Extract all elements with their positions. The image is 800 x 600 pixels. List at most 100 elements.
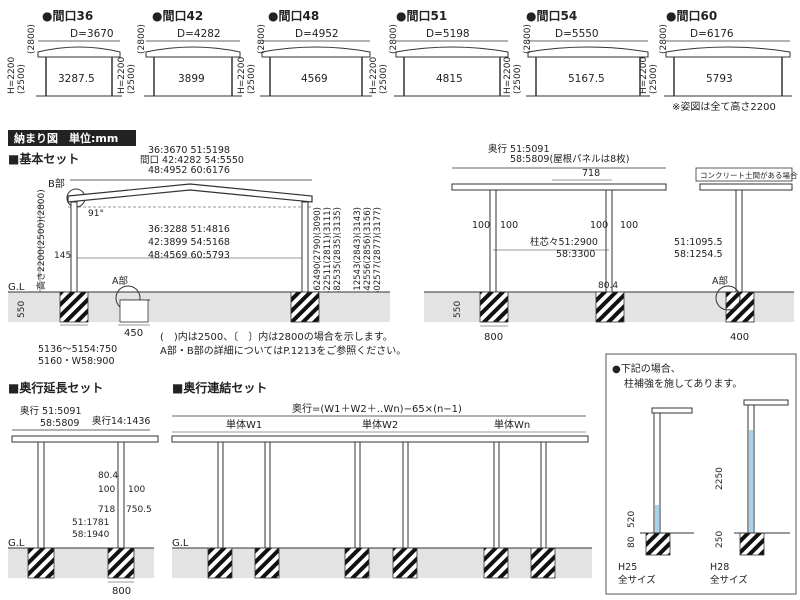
dim-80-4: 80.4 <box>598 281 618 291</box>
right-height-3: 512543(2843)(3143) <box>353 207 363 296</box>
variant-d: D=5550 <box>555 28 599 40</box>
height-label: H=2200 <box>503 57 513 94</box>
section-title: 納まり図 単位:mm <box>14 131 118 145</box>
height-label: H=2200 <box>7 57 17 94</box>
variant-inner: 4815 <box>436 73 463 85</box>
overhang-1: 51:1095.5 <box>674 237 723 248</box>
variant-inner: 5793 <box>706 73 733 85</box>
height-label: H=2200 <box>639 57 649 94</box>
right-height-5: 602577(2877)(3177) <box>373 207 383 296</box>
variant-d: D=5198 <box>426 28 470 40</box>
ext-title: ■奥行延長セット <box>8 380 103 395</box>
reinforce-2250: 2250 <box>715 467 725 490</box>
reinforce-note-1: ●下記の場合、 <box>612 362 681 375</box>
height-alt1: (2500) <box>379 64 389 94</box>
dim-800: 800 <box>484 332 503 343</box>
reinforce-80: 80 <box>627 536 637 548</box>
dim-100a: 100 <box>472 220 490 231</box>
ext-100b: 100 <box>128 485 145 495</box>
variant-label: ●間口60 <box>666 9 717 23</box>
variant-label: ●間口42 <box>152 9 203 23</box>
post-list-1: 5136～5154:750 <box>38 344 117 355</box>
variant-42: ●間口42 D=4282 3899 H=2200 (2500) (2800) <box>117 9 242 97</box>
height-alt2: (2800) <box>389 24 399 54</box>
ext-100a: 100 <box>98 485 115 495</box>
conn-unit-1: 単体W1 <box>226 418 262 431</box>
ext-80-4: 80.4 <box>98 471 118 481</box>
h145: 145 <box>54 251 71 261</box>
ext-gl: G.L <box>8 538 25 549</box>
angle-label: 91° <box>88 209 104 219</box>
conn-title: ■奥行連結セット <box>172 380 267 395</box>
post-pitch-1: 柱芯々51:2900 <box>530 236 598 248</box>
variant-label: ●間口51 <box>396 9 447 23</box>
right-height-2: 482535(2835)(3135) <box>333 207 343 296</box>
variant-60: ●間口60 D=6176 5793 H=2200 (2500) (2800) <box>639 9 792 97</box>
overhang-2: 58:1254.5 <box>674 249 723 260</box>
a-part-label: A部 <box>112 275 128 287</box>
variant-54: ●間口54 D=5550 5167.5 H=2200 (2500) (2800) <box>503 9 650 97</box>
extension-set: ■奥行延長セット 奥行 51:5091 58:5809 奥行14:1436 80… <box>8 380 159 597</box>
variant-48: ●間口48 D=4952 4569 H=2200 (2500) (2800) <box>237 9 372 97</box>
height-alt1: (2500) <box>649 64 659 94</box>
width-list-3: 48:4952 60:6176 <box>148 165 230 176</box>
variant-36: ●間口36 D=3670 3287.5 H=2200 (2500) (2800) <box>7 9 122 97</box>
side-depth-2: 58:5809(屋根パネルは8枚) <box>510 153 629 165</box>
depth-side: 550 <box>453 301 463 318</box>
height-alt1: (2500) <box>247 64 257 94</box>
variant-d: D=4952 <box>295 28 339 40</box>
conn-gl: G.L <box>172 538 189 549</box>
ext-800: 800 <box>112 586 131 597</box>
height-label: H=2200 <box>237 57 247 94</box>
ext-depth-14: 奥行14:1436 <box>92 415 150 427</box>
reinforce-250: 250 <box>715 531 725 548</box>
conn-formula: 奥行=(W1＋W2＋‥Wn)−65×(n−1) <box>292 402 462 415</box>
inner-list-1: 36:3288 51:4816 <box>148 224 230 235</box>
height-label: H=2200 <box>369 57 379 94</box>
variant-51: ●間口51 D=5198 4815 H=2200 (2500) (2800) <box>369 9 510 97</box>
section-title-bg <box>8 130 136 146</box>
width-list-2: 間口 42:4282 54:5550 <box>140 155 244 166</box>
conn-unit-2: 単体W2 <box>362 418 398 431</box>
note-top: ※姿図は全て高さ2200 <box>672 100 776 113</box>
reinforce-520: 520 <box>627 511 637 528</box>
right-height-4: 542556(2856)(3156) <box>363 207 373 296</box>
dim-718: 718 <box>582 168 600 179</box>
height-alt1: (2500) <box>17 64 27 94</box>
depth-basic: 550 <box>17 301 27 318</box>
width-list-1: 36:3670 51:5198 <box>148 145 230 156</box>
basic-front-view: 36:3670 51:5198 間口 42:4282 54:5550 48:49… <box>8 145 406 367</box>
a-part-label-side: A部 <box>712 275 728 287</box>
note-2500: ( )内は2500、〔 〕内は2800の場合を示します。 <box>160 330 393 343</box>
dim-100c: 100 <box>590 220 608 231</box>
height-alt2: (2800) <box>27 24 37 54</box>
variant-d: D=4282 <box>177 28 221 40</box>
variant-inner: 4569 <box>301 73 328 85</box>
variant-d: D=3670 <box>70 28 114 40</box>
ext-depth-2: 58:5809 <box>40 418 79 429</box>
variant-label: ●間口54 <box>526 9 577 23</box>
height-label: H=2200 <box>117 57 127 94</box>
dim-450: 450 <box>124 328 143 339</box>
height-alt1: (2500) <box>513 64 523 94</box>
concrete-note: コンクリート土間がある場合 <box>700 170 798 180</box>
dim-100b: 100 <box>500 220 518 231</box>
height-side: 高さ2200(2500)(2800) <box>35 189 47 290</box>
variant-inner: 5167.5 <box>568 73 605 85</box>
variant-d: D=6176 <box>690 28 734 40</box>
variant-inner: 3287.5 <box>58 73 95 85</box>
right-height-1: 422511(2811)(3111) <box>323 207 333 296</box>
ext-pitch-2: 58:1940 <box>72 530 110 540</box>
reinforce-note-2: 柱補強を施してあります。 <box>624 377 742 390</box>
ext-pitch-1: 51:1781 <box>72 518 109 528</box>
height-alt2: (2800) <box>257 24 267 54</box>
basic-side-view: 奥行 51:5091 58:5809(屋根パネルは8枚) 718 コンクリート土… <box>424 143 798 343</box>
inner-list-3: 48:4569 60:5793 <box>148 250 230 261</box>
height-alt2: (2800) <box>523 24 533 54</box>
b-part-label: B部 <box>48 177 65 190</box>
side-depth-1: 奥行 51:5091 <box>488 143 550 155</box>
ext-718: 718 <box>98 505 115 515</box>
reinforce-size-left: 全サイズ <box>618 574 656 586</box>
reinforcement-box: ●下記の場合、 柱補強を施してあります。 520 80 H25 全サイズ 225… <box>605 353 797 595</box>
